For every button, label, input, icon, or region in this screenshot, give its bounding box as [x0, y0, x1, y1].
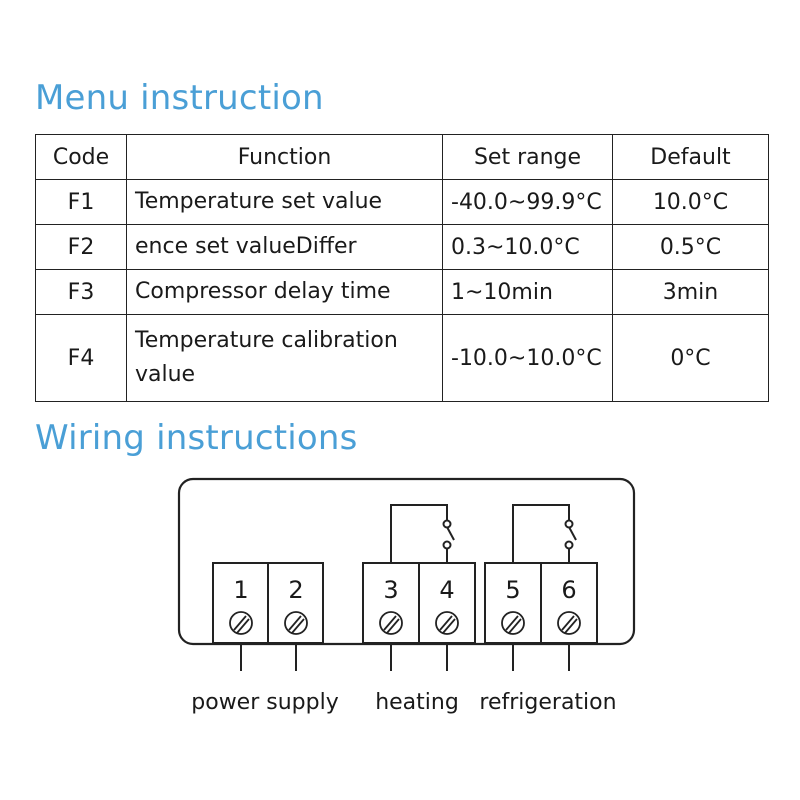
row-set-range: 0.3~10.0°C [442, 224, 613, 270]
relay-switch-icon [512, 504, 577, 563]
terminal-screw-icon [435, 611, 459, 635]
row-function: ence set valueDiffer [126, 224, 443, 270]
row-default: 3min [612, 269, 769, 315]
refrigeration-label: refrigeration [479, 690, 616, 715]
row-code: F2 [35, 224, 127, 270]
row-function: Temperature calibration value [126, 314, 443, 402]
row-set-range: 1~10min [442, 269, 613, 315]
table-row: F3 Compressor delay time 1~10min 3min [35, 269, 769, 315]
table-row: F4 Temperature calibration value -10.0~1… [35, 314, 769, 402]
row-default: 0°C [612, 314, 769, 402]
table-row: F1 Temperature set value -40.0~99.9°C 10… [35, 179, 769, 225]
terminal-screw-icon [557, 611, 581, 635]
terminal-number: 5 [505, 576, 520, 604]
menu-instruction-title: Menu instruction [35, 78, 324, 118]
header-code: Code [35, 134, 127, 180]
header-set-range: Set range [442, 134, 613, 180]
terminal-number: 3 [383, 576, 398, 604]
header-default: Default [612, 134, 769, 180]
terminal-number: 4 [439, 576, 454, 604]
terminal-number: 1 [233, 576, 248, 604]
terminal-screw-icon [379, 611, 403, 635]
terminal-number: 2 [288, 576, 303, 604]
row-code: F4 [35, 314, 127, 402]
power-supply-label: power supply [191, 690, 338, 715]
row-function: Temperature set value [126, 179, 443, 225]
table-row: F2 ence set valueDiffer 0.3~10.0°C 0.5°C [35, 224, 769, 270]
heating-label: heating [375, 690, 459, 715]
menu-table: Code Function Set range Default F1 Tempe… [35, 134, 769, 402]
relay-switch-icon [390, 504, 455, 563]
terminal-number: 6 [561, 576, 576, 604]
terminal-screw-icon [501, 611, 525, 635]
row-default: 10.0°C [612, 179, 769, 225]
terminal-screw-icon [229, 611, 253, 635]
row-set-range: -40.0~99.9°C [442, 179, 613, 225]
row-function: Compressor delay time [126, 269, 443, 315]
lead-wires [240, 643, 570, 671]
wiring-instructions-title: Wiring instructions [35, 418, 358, 458]
row-default: 0.5°C [612, 224, 769, 270]
terminal-screw-icon [284, 611, 308, 635]
row-code: F1 [35, 179, 127, 225]
